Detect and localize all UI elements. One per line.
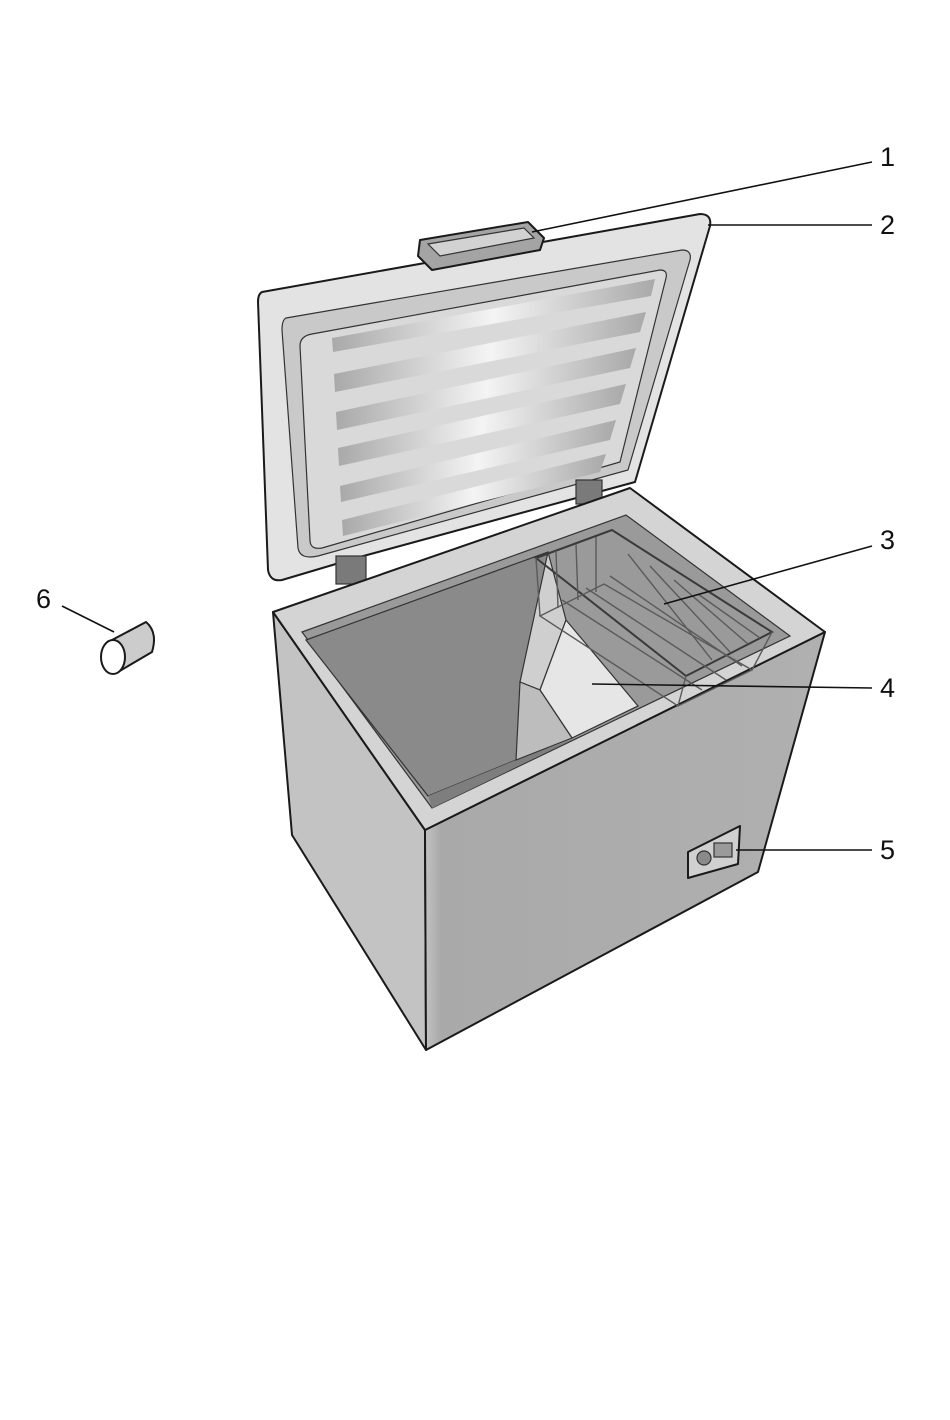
thermostat-knob [697, 851, 711, 865]
callout-6: 6 [36, 584, 51, 614]
callout-5: 5 [880, 835, 895, 865]
callout-1: 1 [880, 142, 895, 172]
callout-2: 2 [880, 210, 895, 240]
callout-3: 3 [880, 525, 895, 555]
callout-4: 4 [880, 673, 895, 703]
leader-6 [62, 606, 114, 632]
